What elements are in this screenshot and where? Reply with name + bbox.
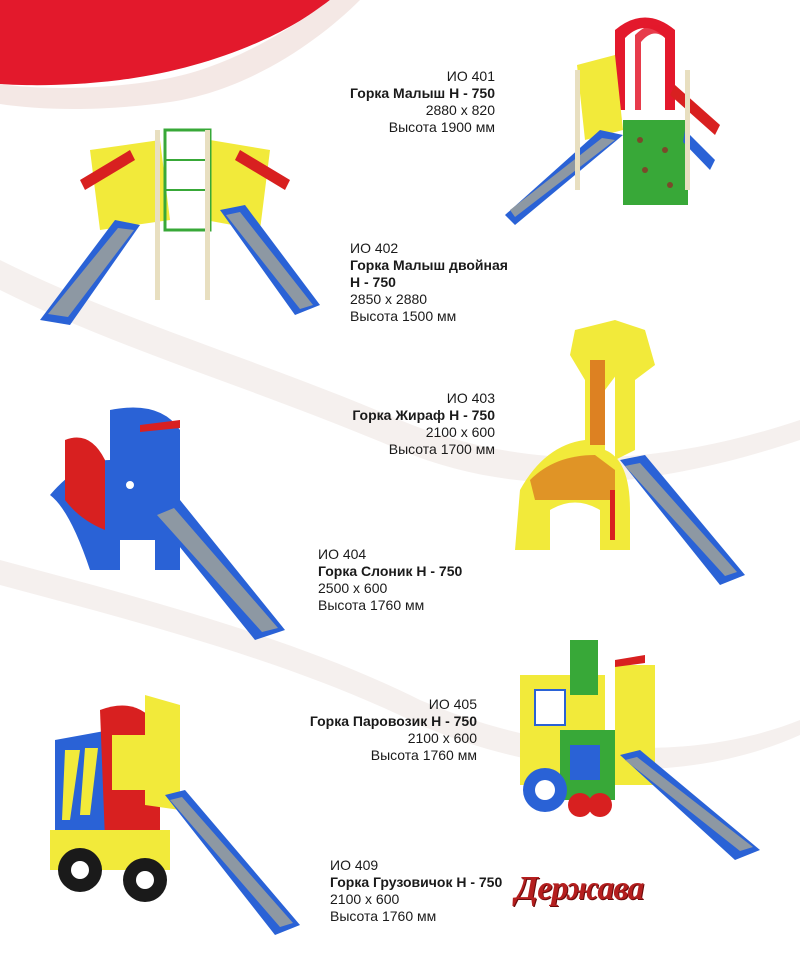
brand-logo: Держава: [515, 870, 644, 907]
product-size: 2500 х 600: [318, 580, 388, 596]
product-io-401: ИО 401 Горка Малыш Н - 750 2880 х 820 Вы…: [300, 68, 495, 136]
product-height: Высота 1500 мм: [350, 308, 457, 324]
product-height: Высота 1760 мм: [318, 597, 425, 613]
product-size: 2100 х 600: [407, 730, 477, 746]
slide-train-illustration: [520, 640, 760, 860]
product-code: ИО 409: [330, 857, 379, 873]
product-height: Высота 1760 мм: [330, 908, 437, 924]
product-name: Горка Малыш Н - 750: [350, 85, 495, 101]
product-name: Горка Слоник Н - 750: [318, 563, 463, 579]
product-size: 2880 х 820: [425, 102, 495, 118]
product-height: Высота 1760 мм: [370, 747, 477, 763]
product-name-line2: Н - 750: [350, 274, 396, 290]
product-name: Горка Жираф Н - 750: [352, 407, 495, 423]
slide-truck-illustration: [50, 695, 300, 935]
product-io-403: ИО 403 Горка Жираф Н - 750 2100 х 600 Вы…: [300, 390, 495, 458]
product-size: 2100 х 600: [425, 424, 495, 440]
product-height: Высота 1700 мм: [388, 441, 495, 457]
product-code: ИО 402: [350, 240, 399, 256]
product-code: ИО 405: [428, 696, 477, 712]
product-io-409: ИО 409 Горка Грузовичок Н - 750 2100 х 6…: [330, 857, 530, 925]
product-code: ИО 404: [318, 546, 367, 562]
product-io-402: ИО 402 Горка Малыш двойная Н - 750 2850 …: [350, 240, 550, 325]
slide-giraffe-illustration: [515, 320, 745, 585]
product-height: Высота 1900 мм: [388, 119, 495, 135]
slide-malysh-double-illustration: [40, 128, 320, 325]
product-name: Горка Малыш двойная: [350, 257, 508, 273]
product-name: Горка Паровозик Н - 750: [309, 713, 477, 729]
product-size: 2100 х 600: [330, 891, 400, 907]
slide-malysh-illustration: [505, 17, 720, 225]
product-code: ИО 401: [446, 68, 495, 84]
product-name: Горка Грузовичок Н - 750: [330, 874, 503, 890]
product-io-405: ИО 405 Горка Паровозик Н - 750 2100 х 60…: [270, 696, 477, 764]
product-code: ИО 403: [446, 390, 495, 406]
slide-elephant-illustration: [50, 407, 285, 640]
product-size: 2850 х 2880: [350, 291, 428, 307]
product-io-404: ИО 404 Горка Слоник Н - 750 2500 х 600 В…: [318, 546, 518, 614]
